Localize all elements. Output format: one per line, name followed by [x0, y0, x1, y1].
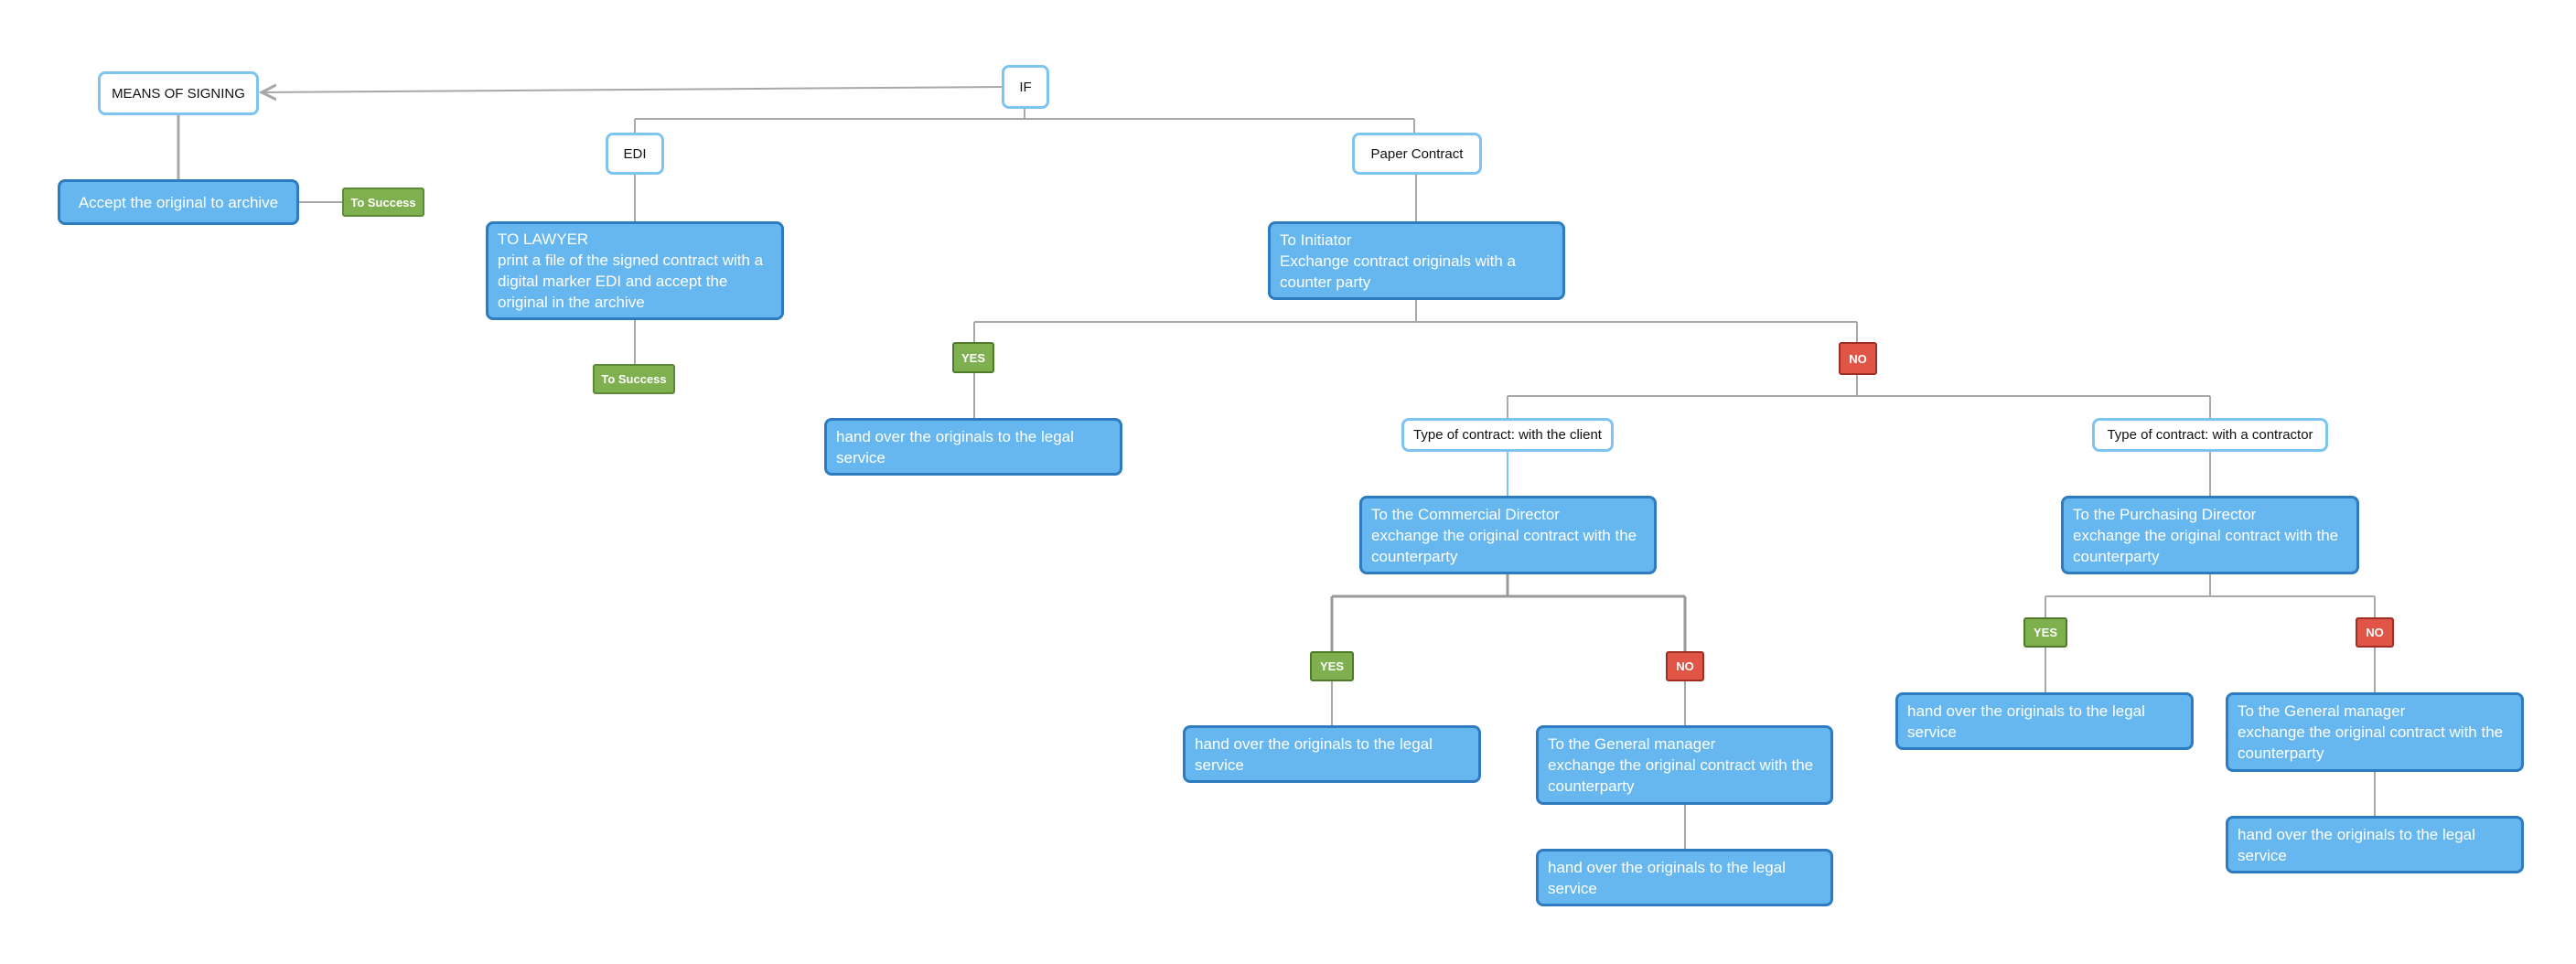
client-gm-line-3: counterparty — [1548, 777, 1635, 795]
commercial-line-3: counterparty — [1371, 547, 1458, 565]
paper-yes-tag[interactable]: YES — [952, 342, 994, 373]
paper-yes-handover-line-1: hand over the originals to the legal — [836, 427, 1074, 445]
lawyer-line-1: TO LAWYER — [498, 230, 589, 248]
edi-success-tag[interactable]: To Success — [593, 364, 675, 394]
contractor-no-tag[interactable]: NO — [2356, 617, 2394, 648]
edi-node[interactable]: EDI — [606, 133, 664, 175]
contractor-gm-line-1: To the General manager — [2238, 702, 2406, 720]
edi-label: EDI — [623, 145, 647, 162]
lawyer-line-2: print a file of the signed contract with… — [498, 252, 764, 269]
accept-original-text: Accept the original to archive — [78, 193, 279, 211]
purchasing-line-3: counterparty — [2073, 547, 2160, 565]
purchasing-line-2: exchange the original contract with the — [2073, 526, 2339, 544]
lawyer-line-3: digital marker EDI and accept the — [498, 273, 728, 290]
client-type-label: Type of contract: with the client — [1413, 427, 1602, 443]
contractor-final-handover-line-2: service — [2238, 846, 2287, 864]
means-success-text: To Success — [350, 195, 416, 209]
client-type-node[interactable]: Type of contract: with the client — [1401, 418, 1614, 452]
client-final-handover-line-1: hand over the originals to the legal — [1548, 858, 1786, 876]
means-of-signing-node[interactable]: MEANS OF SIGNING — [98, 71, 259, 115]
paper-contract-node[interactable]: Paper Contract — [1352, 133, 1482, 175]
client-gm-line-2: exchange the original contract with the — [1548, 756, 1814, 774]
commercial-director-action[interactable]: To the Commercial Director exchange the … — [1359, 496, 1657, 574]
accept-original-action[interactable]: Accept the original to archive — [58, 179, 299, 225]
paper-contract-label: Paper Contract — [1370, 145, 1464, 162]
connector-commercial-split — [1330, 574, 1687, 651]
paper-no-text: NO — [1849, 351, 1867, 366]
connector-no-split — [1507, 375, 2211, 418]
contractor-gm-line-2: exchange the original contract with the — [2238, 723, 2504, 741]
lawyer-line-4: original in the archive — [498, 294, 645, 311]
means-of-signing-label: MEANS OF SIGNING — [112, 85, 245, 102]
paper-yes-text: YES — [961, 350, 985, 365]
contractor-type-label: Type of contract: with a contractor — [2107, 427, 2313, 443]
means-success-tag[interactable]: To Success — [342, 187, 424, 217]
if-decision[interactable]: IF — [1002, 65, 1049, 109]
client-yes-handover-action[interactable]: hand over the originals to the legal ser… — [1183, 725, 1481, 783]
contractor-no-text: NO — [2366, 626, 2384, 639]
connector-purchasing-split — [2045, 574, 2376, 617]
client-yes-tag[interactable]: YES — [1310, 651, 1354, 681]
client-final-handover-line-2: service — [1548, 879, 1597, 897]
contractor-yes-text: YES — [2033, 626, 2057, 639]
lawyer-action[interactable]: TO LAWYER print a file of the signed con… — [486, 221, 784, 320]
client-general-manager-action[interactable]: To the General manager exchange the orig… — [1536, 725, 1833, 805]
contractor-gm-line-3: counterparty — [2238, 744, 2324, 762]
client-yes-text: YES — [1319, 659, 1344, 673]
initiator-action[interactable]: To Initiator Exchange contract originals… — [1268, 221, 1565, 300]
commercial-line-2: exchange the original contract with the — [1371, 526, 1637, 544]
contractor-general-manager-action[interactable]: To the General manager exchange the orig… — [2226, 692, 2524, 772]
initiator-line-3: counter party — [1280, 273, 1371, 291]
client-no-tag[interactable]: NO — [1666, 651, 1704, 681]
paper-no-tag[interactable]: NO — [1839, 342, 1877, 375]
commercial-line-1: To the Commercial Director — [1371, 505, 1560, 523]
client-gm-line-1: To the General manager — [1548, 735, 1716, 753]
client-final-handover-action[interactable]: hand over the originals to the legal ser… — [1536, 849, 1833, 906]
purchasing-director-action[interactable]: To the Purchasing Director exchange the … — [2061, 496, 2359, 574]
initiator-line-2: Exchange contract originals with a — [1280, 252, 1516, 270]
contractor-final-handover-line-1: hand over the originals to the legal — [2238, 825, 2475, 843]
contractor-yes-tag[interactable]: YES — [2023, 617, 2067, 648]
contractor-type-node[interactable]: Type of contract: with a contractor — [2092, 418, 2328, 452]
purchasing-line-1: To the Purchasing Director — [2073, 505, 2257, 523]
initiator-line-1: To Initiator — [1280, 230, 1352, 249]
client-no-text: NO — [1676, 659, 1694, 673]
contractor-yes-handover-line-2: service — [1907, 723, 1957, 741]
connector-initiator-split — [973, 300, 1858, 342]
contractor-final-handover-action[interactable]: hand over the originals to the legal ser… — [2226, 816, 2524, 873]
edi-success-text: To Success — [601, 372, 667, 386]
if-label: IF — [1019, 79, 1032, 95]
client-yes-handover-line-2: service — [1195, 755, 1244, 774]
contractor-yes-handover-line-1: hand over the originals to the legal — [1907, 702, 2145, 720]
connector-if-branches — [634, 108, 1415, 133]
paper-yes-handover-action[interactable]: hand over the originals to the legal ser… — [824, 418, 1122, 476]
connector-if-to-means — [262, 87, 1005, 92]
contractor-yes-handover-action[interactable]: hand over the originals to the legal ser… — [1895, 692, 2194, 750]
client-yes-handover-line-1: hand over the originals to the legal — [1195, 734, 1433, 753]
paper-yes-handover-line-2: service — [836, 448, 886, 466]
